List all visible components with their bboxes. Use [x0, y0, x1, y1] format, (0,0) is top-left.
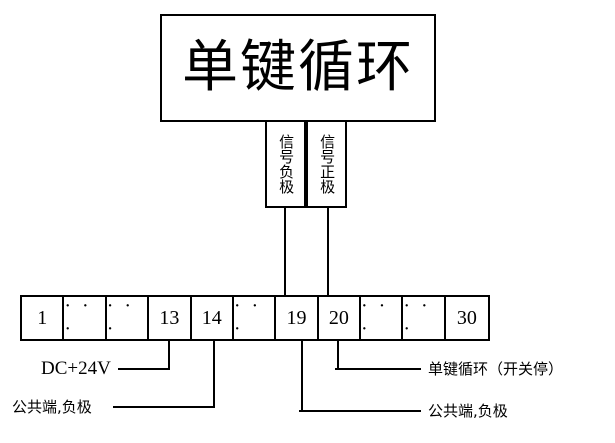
- signal-positive-box: 信号正极: [306, 122, 347, 208]
- terminal-cell-ellipsis: · · ·: [64, 295, 107, 340]
- wire-terminal-13-run: [118, 368, 170, 370]
- wire-terminal-19-drop: [301, 341, 303, 411]
- signal-positive-label: 信号正极: [318, 134, 337, 194]
- terminal-cell-14: 14: [192, 297, 234, 339]
- terminal-cell-1: 1: [22, 297, 65, 339]
- signal-negative-box: 信号负极: [265, 122, 306, 208]
- caption-supply-voltage: DC+24V: [41, 358, 111, 379]
- wire-signal-positive-to-terminal-20: [327, 208, 329, 296]
- wire-terminal-20-drop: [337, 341, 339, 369]
- terminal-cell-ellipsis: · · ·: [403, 295, 446, 340]
- caption-common-negative-left: 公共端,负极: [12, 398, 92, 416]
- wire-terminal-14-run: [113, 406, 215, 408]
- terminal-cell-20: 20: [319, 297, 361, 339]
- caption-common-negative-right: 公共端,负极: [428, 402, 508, 420]
- terminal-cell-ellipsis: · · ·: [107, 295, 150, 340]
- caption-single-key-cycle-function: 单键循环（开关停）: [428, 360, 564, 378]
- terminal-cell-ellipsis: · · ·: [361, 295, 404, 340]
- terminal-cell-13: 13: [149, 297, 192, 339]
- wire-terminal-14-drop: [213, 341, 215, 407]
- terminal-cell-19: 19: [276, 297, 319, 339]
- terminal-cell-30: 30: [456, 306, 477, 329]
- signal-negative-label: 信号负极: [277, 134, 296, 194]
- wire-terminal-13-drop: [168, 341, 170, 369]
- terminal-cell-ellipsis: · · ·: [234, 295, 277, 340]
- wire-signal-negative-to-terminal-19: [284, 208, 286, 296]
- device-title-box: 单键循环: [160, 14, 436, 122]
- wire-terminal-20-run: [335, 368, 421, 370]
- wire-terminal-19-run: [299, 410, 421, 412]
- device-title-text: 单键循环: [182, 35, 414, 100]
